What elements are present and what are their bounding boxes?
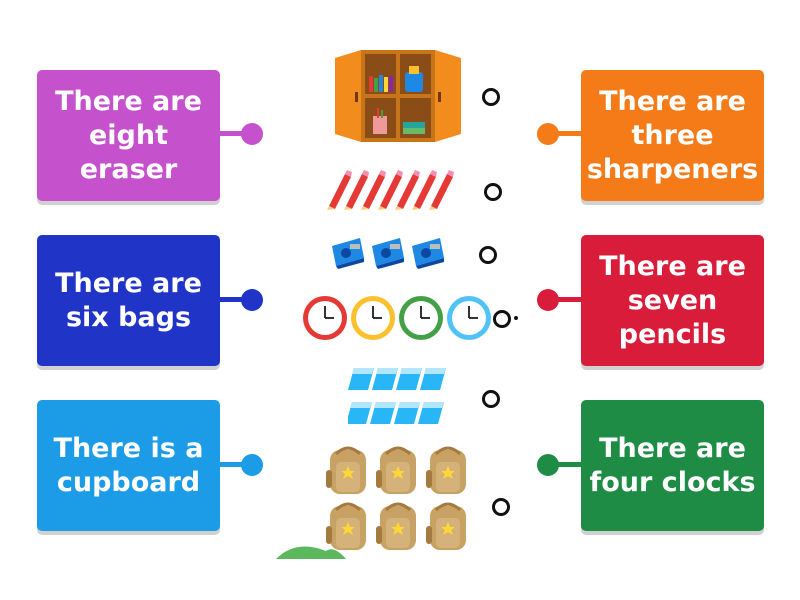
card-label: There are four clocks	[589, 432, 756, 498]
connector-line	[220, 131, 250, 136]
drag-handle[interactable]	[241, 454, 263, 476]
drag-handle[interactable]	[537, 123, 559, 145]
dot-marker	[514, 316, 518, 320]
drop-target-bags[interactable]	[492, 498, 510, 516]
pencils-icon	[327, 170, 454, 210]
connector-line	[550, 462, 581, 467]
drag-handle[interactable]	[537, 289, 559, 311]
card-there-is-a-cupboard[interactable]: There is a cupboard	[37, 400, 220, 531]
card-label: There are three sharpeners	[586, 85, 759, 185]
connector-line	[220, 297, 250, 302]
drop-target-pencils[interactable]	[484, 183, 502, 201]
drop-target-cupboard[interactable]	[482, 88, 500, 106]
card-there-are-eight-eraser[interactable]: There are eight eraser	[37, 70, 220, 201]
card-there-are-three-sharpeners[interactable]: There are three sharpeners	[581, 70, 764, 201]
cupboard-icon	[335, 50, 461, 142]
drop-target-clocks[interactable]	[493, 310, 511, 328]
drag-handle[interactable]	[537, 454, 559, 476]
card-there-are-seven-pencils[interactable]: There are seven pencils	[581, 235, 764, 366]
drop-target-sharpeners[interactable]	[479, 246, 497, 264]
connector-line	[550, 297, 581, 302]
drop-target-erasers[interactable]	[482, 390, 500, 408]
clocks-icon	[303, 296, 491, 340]
card-label: There are eight eraser	[55, 85, 202, 185]
connector-line	[550, 131, 581, 136]
sharpeners-icon	[332, 238, 444, 269]
card-label: There are seven pencils	[599, 250, 746, 350]
erasers-icon	[348, 368, 446, 424]
decoration-bush-icon	[276, 546, 346, 559]
card-label: There is a cupboard	[53, 432, 204, 498]
drag-handle[interactable]	[241, 289, 263, 311]
card-there-are-four-clocks[interactable]: There are four clocks	[581, 400, 764, 531]
bags-icon	[324, 446, 468, 552]
drag-handle[interactable]	[241, 123, 263, 145]
card-label: There are six bags	[55, 267, 202, 333]
connector-line	[220, 462, 250, 467]
card-there-are-six-bags[interactable]: There are six bags	[37, 235, 220, 366]
